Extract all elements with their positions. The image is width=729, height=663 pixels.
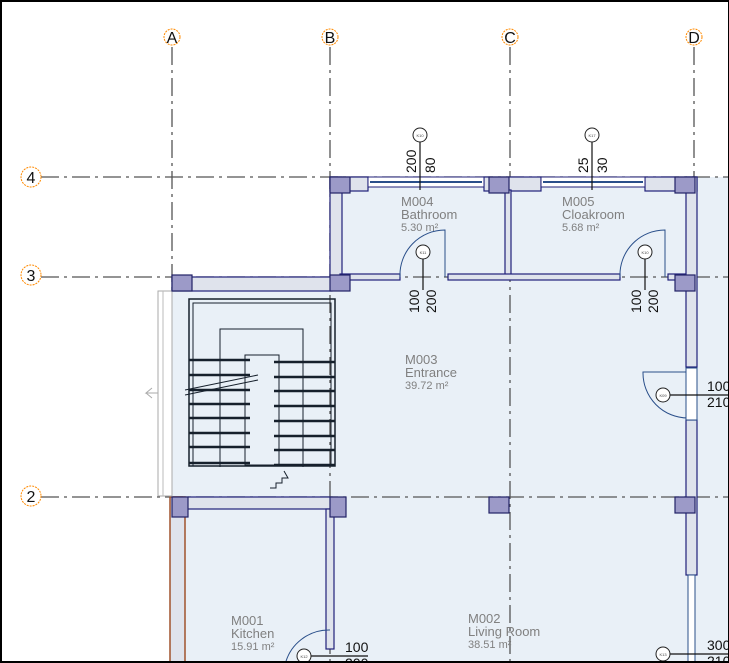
door-tag-cloakroom[interactable]: K10 100 200 <box>628 244 661 313</box>
dimension-height: 210 <box>707 653 729 663</box>
room-area: 15.91 m² <box>231 641 275 653</box>
dimension-height: 80 <box>422 157 438 173</box>
tag-label: K10 <box>416 133 424 138</box>
structural-columns[interactable] <box>171 176 696 518</box>
room-number: M004 <box>401 194 434 209</box>
grid-bubble-2[interactable]: 2 <box>20 485 42 507</box>
room-area: 39.72 m² <box>405 380 449 392</box>
dimension-height: 200 <box>645 289 661 313</box>
room-name: Kitchen <box>231 626 274 641</box>
tag-label: K10 <box>641 250 649 255</box>
grid-bubble-C[interactable]: C <box>501 28 519 47</box>
room-name: Cloakroom <box>562 207 625 222</box>
dimension-width: 100 <box>707 378 729 394</box>
room-number: M005 <box>562 194 595 209</box>
dimension-height: 210 <box>707 394 729 410</box>
windows[interactable] <box>144 176 696 663</box>
grid-label: D <box>688 30 700 47</box>
grid-label: B <box>325 30 336 47</box>
tag-label: K11 <box>420 250 428 255</box>
dimension-width: 100 <box>628 289 644 313</box>
dimension-width: 25 <box>575 157 591 173</box>
room-area: 5.68 m² <box>562 222 600 234</box>
dimension-height: 30 <box>594 157 610 173</box>
dimension-width: 100 <box>345 639 369 655</box>
grid-label: C <box>504 30 516 47</box>
room-number: M002 <box>468 611 501 626</box>
room-name: Living Room <box>468 624 540 639</box>
staircase[interactable] <box>184 298 336 489</box>
door-swings[interactable] <box>285 229 698 663</box>
door-tag-entrance[interactable]: K09 100 210 <box>655 378 729 410</box>
room-label-cloakroom[interactable]: M005 Cloakroom 5.68 m² <box>562 194 625 234</box>
door-tag-bathroom[interactable]: K11 100 200 <box>406 244 439 313</box>
grid-label: A <box>167 30 178 47</box>
dimension-width: 100 <box>406 289 422 313</box>
dimension-width: 300 <box>707 637 729 653</box>
door-tag-living-room[interactable]: K13 300 210 <box>655 637 729 663</box>
dimension-width: 200 <box>403 149 419 173</box>
dimension-height: 200 <box>423 289 439 313</box>
grid-bubble-4[interactable]: 4 <box>20 166 42 188</box>
tag-label: K13 <box>659 652 667 657</box>
dimension-height: 200 <box>345 655 369 663</box>
room-label-living-room[interactable]: M002 Living Room 38.51 m² <box>468 611 540 651</box>
window-tag-bathroom[interactable]: K10 200 80 <box>403 127 438 190</box>
room-label-bathroom[interactable]: M004 Bathroom 5.30 m² <box>401 194 457 234</box>
room-area: 5.30 m² <box>401 222 439 234</box>
floor-areas <box>172 177 728 661</box>
grid-label: 3 <box>27 268 36 285</box>
room-area: 38.51 m² <box>468 639 512 651</box>
grid-label: 4 <box>27 170 36 187</box>
grid-bubble-B[interactable]: B <box>321 28 339 47</box>
tag-label: K17 <box>588 133 596 138</box>
room-name: Bathroom <box>401 207 457 222</box>
room-name: Entrance <box>405 365 457 380</box>
room-number: M003 <box>405 352 438 367</box>
tag-label: K09 <box>659 393 667 398</box>
window-tag-cloakroom[interactable]: K17 25 30 <box>575 127 610 190</box>
grid-bubble-3[interactable]: 3 <box>20 264 42 286</box>
grid-bubble-D[interactable]: D <box>685 28 703 47</box>
room-label-kitchen[interactable]: M001 Kitchen 15.91 m² <box>231 613 275 653</box>
grid-label: 2 <box>27 489 36 506</box>
room-label-entrance[interactable]: M003 Entrance 39.72 m² <box>405 352 457 392</box>
grid-bubble-A[interactable]: A <box>163 28 181 47</box>
tag-label: K12 <box>300 654 308 659</box>
room-number: M001 <box>231 613 264 628</box>
door-tag-kitchen[interactable]: K12 100 200 <box>296 639 369 663</box>
